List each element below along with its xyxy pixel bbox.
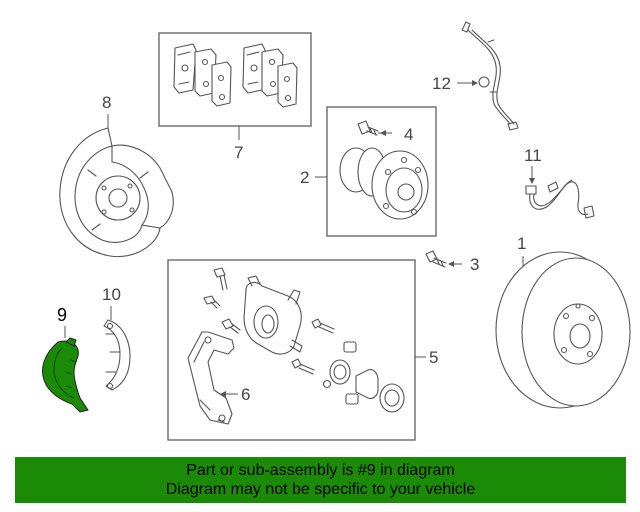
hub-bearing-assembly[interactable]: 2 4 [300,106,437,237]
caliper-assembly[interactable]: 5 [167,259,438,441]
info-banner: Part or sub-assembly is #9 in diagram Di… [15,457,626,503]
callout-3[interactable]: 3 [470,255,479,274]
callout-2[interactable]: 2 [300,168,309,187]
brake-hose[interactable]: 11 [524,146,595,219]
caliper-group-box [167,259,416,441]
callout-6[interactable]: 6 [241,385,250,404]
brake-rotor[interactable]: 1 [495,234,631,409]
callout-9[interactable]: 9 [57,305,67,325]
callout-4[interactable]: 4 [404,125,413,144]
callout-12[interactable]: 12 [432,74,451,93]
brake-pad-set[interactable]: 7 [158,32,312,162]
callout-11[interactable]: 11 [524,146,542,165]
parking-brake-shoe-highlighted[interactable]: 9 [42,305,89,413]
callout-8[interactable]: 8 [102,93,111,112]
bolt-3[interactable]: 3 [425,250,479,274]
callout-5[interactable]: 5 [429,348,438,367]
banner-line-2: Diagram may not be specific to your vehi… [165,481,476,498]
dust-shield[interactable]: 8 [59,93,174,258]
abs-sensor-wire[interactable]: 12 [432,21,519,131]
parts-diagram: 7 8 2 4 [42,21,631,441]
pad-group-box [158,32,312,127]
callout-7[interactable]: 7 [234,143,243,162]
callout-1[interactable]: 1 [517,234,526,253]
caliper-bracket[interactable]: 6 [187,331,250,425]
hub-group-box [326,106,437,237]
callout-10[interactable]: 10 [102,285,121,304]
banner-line-1: Part or sub-assembly is #9 in diagram [186,462,455,479]
parking-brake-shoe[interactable]: 10 [102,285,131,391]
